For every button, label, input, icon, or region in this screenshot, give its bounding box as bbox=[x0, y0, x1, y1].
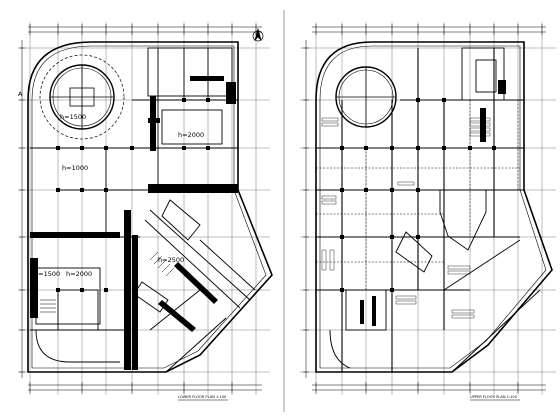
right-beam-tags bbox=[321, 117, 491, 319]
right-building-outline bbox=[315, 41, 553, 373]
north-arrow-icon bbox=[252, 27, 264, 42]
left-columns bbox=[56, 98, 210, 292]
left-shear-walls bbox=[30, 76, 238, 370]
right-cores bbox=[345, 47, 505, 331]
left-building-outline bbox=[27, 41, 273, 373]
right-core-fills bbox=[360, 80, 506, 326]
annotation-h1500-top: h=1500 bbox=[60, 113, 86, 121]
left-stair-hatching bbox=[40, 251, 175, 313]
right-top-dimension-chain bbox=[312, 24, 546, 35]
right-floor-plan: UPPER FLOOR PLAN 1:100 bbox=[300, 22, 556, 401]
annotation-h1000: h=1000 bbox=[62, 164, 88, 172]
left-plan-caption: LOWER FLOOR PLAN 1:100 bbox=[178, 395, 227, 399]
left-building-outline-inner bbox=[31, 45, 267, 369]
right-diagonal-wing bbox=[329, 239, 541, 373]
right-columns bbox=[340, 98, 496, 292]
left-floor-plan: h=1500 h=1000 h=2000 h=2500 h=1500 h=200… bbox=[18, 22, 273, 401]
right-plan-caption: UPPER FLOOR PLAN 1:100 bbox=[470, 395, 518, 399]
annotation-h2000-left: h=2000 bbox=[66, 270, 92, 278]
right-building-outline-inner bbox=[319, 45, 547, 369]
right-secondary-beams bbox=[316, 100, 520, 290]
right-side-dimension-chain bbox=[303, 40, 309, 378]
left-diagonal-wing bbox=[133, 199, 256, 373]
left-bottom-dimension-chain bbox=[28, 382, 262, 393]
left-rotunda bbox=[39, 54, 125, 140]
left-top-dimension-chain bbox=[28, 24, 262, 35]
annotation-h2500: h=2500 bbox=[158, 256, 184, 264]
grid-axis-mark: A bbox=[18, 90, 23, 98]
right-grid-lines bbox=[300, 22, 556, 395]
right-rotunda bbox=[335, 66, 397, 128]
annotation-h2000-mid: h=2000 bbox=[178, 131, 204, 139]
left-side-dimension-chain bbox=[19, 40, 25, 378]
right-bottom-dimension-chain bbox=[312, 382, 546, 393]
left-diagonal-shear-walls bbox=[158, 262, 218, 332]
annotation-h1500-left: h=1500 bbox=[34, 270, 60, 278]
